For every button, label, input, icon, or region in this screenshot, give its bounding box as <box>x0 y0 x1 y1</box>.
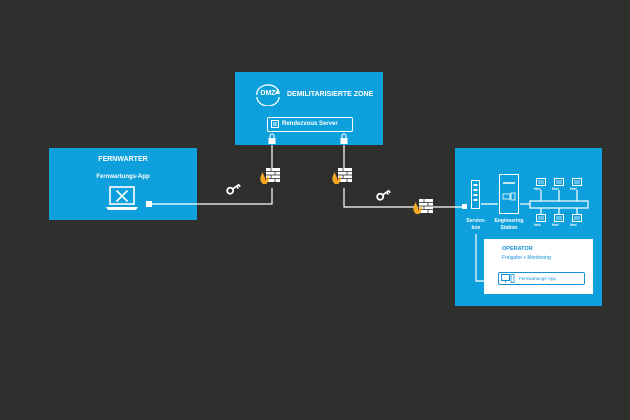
operator-title: OPERATOR <box>502 246 533 252</box>
hmi-device[interactable]: Hmi <box>570 214 584 227</box>
fernwarter-title: FERNWARTER <box>98 156 148 163</box>
operator-app-label: Fernwartungs-App <box>519 275 557 281</box>
rendezvous-server-label: Rendezvous Server <box>282 121 338 127</box>
hmi-device[interactable]: Hmi <box>552 178 566 191</box>
plant-box: Service- box Engineering Station OPERATO… <box>455 148 602 306</box>
dmz-box: DMZ DEMILITARISIERTE ZONE Rendezvous Ser… <box>235 72 383 145</box>
connection-firewall-plant <box>343 188 418 208</box>
server-icon <box>271 120 279 128</box>
fernwarter-app-label: Fernwartungs-App <box>96 174 150 180</box>
hmi-device[interactable]: Hmi <box>570 178 584 191</box>
fernwarter-box: FERNWARTER Fernwartungs-App <box>49 148 197 220</box>
hmi-device[interactable]: Hmi <box>534 214 548 227</box>
port-servicebox <box>462 204 467 209</box>
dmz-badge: DMZ <box>260 90 276 97</box>
engineering-station-icon[interactable] <box>499 174 519 214</box>
servicebox-label-1: Service- <box>466 218 486 224</box>
device-bus <box>529 200 589 209</box>
flame-icon <box>413 202 422 214</box>
hmi-device[interactable]: Hmi <box>552 214 566 227</box>
servicebox-label-2: box <box>471 225 481 231</box>
lock-icon <box>268 133 276 144</box>
hmi-label: Hmi <box>552 186 559 191</box>
hmi-icon <box>536 214 546 222</box>
engineering-label-1: Engineering <box>494 218 524 224</box>
hmi-device[interactable]: Hmi <box>534 178 548 191</box>
key-icon <box>226 183 241 195</box>
port-laptop <box>146 201 152 207</box>
servicebox-icon[interactable] <box>471 180 480 209</box>
hmi-label: Hmi <box>570 186 577 191</box>
monitor-icon <box>501 274 515 283</box>
engineering-label-2: Station <box>500 225 518 231</box>
key-icon <box>376 189 391 201</box>
hmi-label: Hmi <box>570 222 577 227</box>
hmi-icon <box>554 178 564 186</box>
tools-icon <box>116 190 128 202</box>
operator-box: OPERATOR Freigabe + Monitoring Fernwartu… <box>484 239 593 294</box>
hmi-icon <box>572 214 582 222</box>
connection-fernwarter-dmz <box>150 188 273 205</box>
hmi-label: Hmi <box>534 186 541 191</box>
connection-servicebox-operator <box>475 234 484 282</box>
hmi-icon <box>554 214 564 222</box>
operator-app[interactable]: Fernwartungs-App <box>498 272 585 285</box>
connection-lines <box>150 145 589 282</box>
hmi-label: Hmi <box>534 222 541 227</box>
hmi-label: Hmi <box>552 222 559 227</box>
hmi-icon <box>572 178 582 186</box>
flame-icon <box>332 172 341 184</box>
dmz-badge-icon <box>256 84 280 106</box>
flame-icon <box>260 172 269 184</box>
dmz-title: DEMILITARISIERTE ZONE <box>287 91 374 98</box>
lock-icon <box>340 133 348 144</box>
operator-subtitle: Freigabe + Monitoring <box>502 255 551 261</box>
laptop-icon[interactable] <box>105 186 139 212</box>
rendezvous-server[interactable]: Rendezvous Server <box>267 117 353 132</box>
hmi-icon <box>536 178 546 186</box>
port-operator <box>484 278 489 283</box>
